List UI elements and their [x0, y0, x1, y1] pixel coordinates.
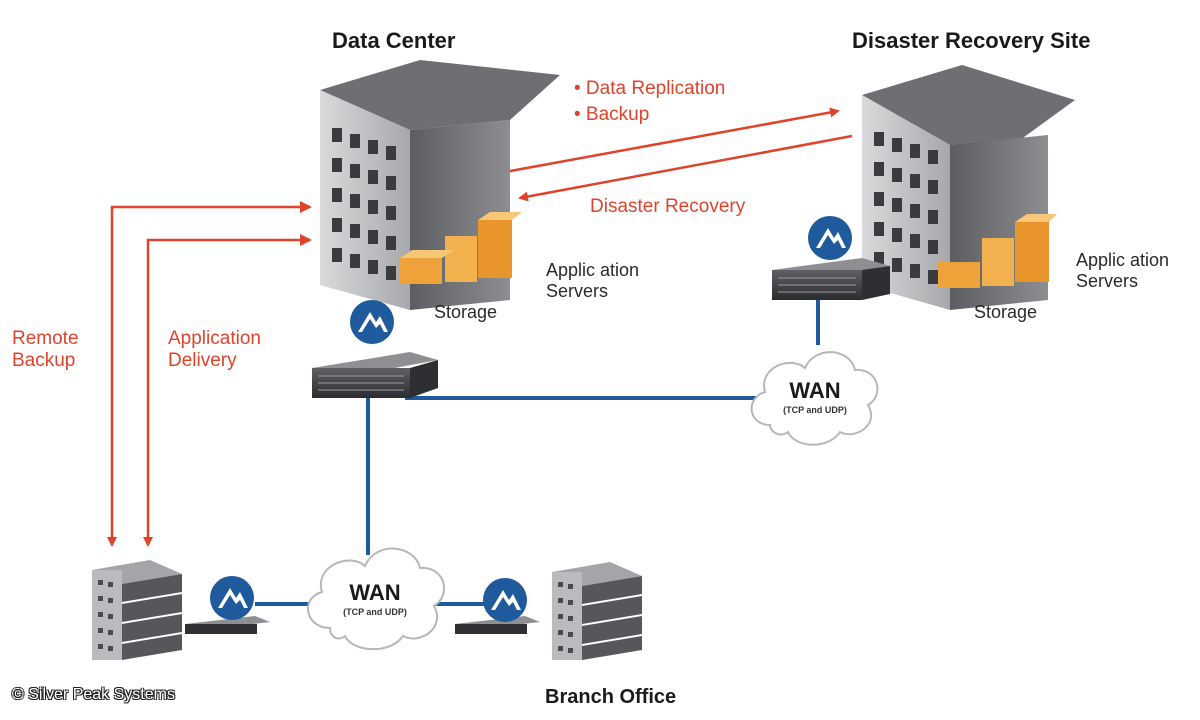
remote-backup-label: Remote Backup — [12, 328, 79, 371]
replication-arrow — [504, 107, 840, 174]
disaster-recovery-label: Disaster Recovery — [590, 196, 746, 217]
replication-label: • Data Replication — [574, 78, 726, 99]
dr-site-title: Disaster Recovery Site — [852, 28, 1091, 53]
dc-wan-optimizer-appliance-icon — [312, 352, 438, 398]
disaster-recovery-arrow — [518, 134, 853, 202]
dc-storage-label: Storage — [434, 302, 498, 322]
wan-branch-subtitle: (TCP and UDP) — [343, 607, 407, 617]
branch-right-appliance-icon — [455, 616, 540, 634]
application-delivery-label: Application Delivery — [168, 328, 261, 371]
storage-crates-icon — [938, 214, 1057, 288]
storage-crates-icon — [400, 212, 522, 284]
application-delivery-arrow — [143, 238, 310, 547]
wan-dr-subtitle: (TCP and UDP) — [783, 405, 847, 415]
branch-server-stack-right-icon — [552, 562, 642, 660]
wan-dr-title: WAN — [789, 378, 841, 403]
silver-peak-logo-icon — [350, 300, 394, 344]
dr-storage-label: Storage — [974, 302, 1038, 322]
remote-backup-arrow — [107, 205, 310, 547]
branch-server-stack-left-icon — [92, 560, 182, 660]
dr-wan-optimizer-appliance-icon — [772, 258, 890, 300]
wan-cloud-branch-icon — [307, 547, 445, 651]
silver-peak-logo-icon — [483, 578, 527, 622]
wan-branch-title: WAN — [349, 580, 401, 605]
silver-peak-logo-icon — [808, 216, 852, 260]
dr-app-servers-label: Applic ation Servers — [1076, 250, 1170, 291]
dc-app-servers-label: Applic ation Servers — [546, 260, 640, 301]
silver-peak-logo-icon — [210, 576, 254, 620]
wan-links — [255, 300, 820, 606]
copyright-notice: © Silver Peak Systems — [12, 686, 175, 703]
branch-left-appliance-icon — [185, 616, 270, 634]
dr-site-building-icon — [862, 65, 1075, 310]
wan-cloud-dr-icon — [750, 351, 879, 446]
data-center-building-icon — [320, 60, 560, 310]
branch-office-title: Branch Office — [545, 686, 677, 708]
backup-label: • Backup — [574, 104, 650, 125]
data-center-title: Data Center — [332, 28, 456, 53]
